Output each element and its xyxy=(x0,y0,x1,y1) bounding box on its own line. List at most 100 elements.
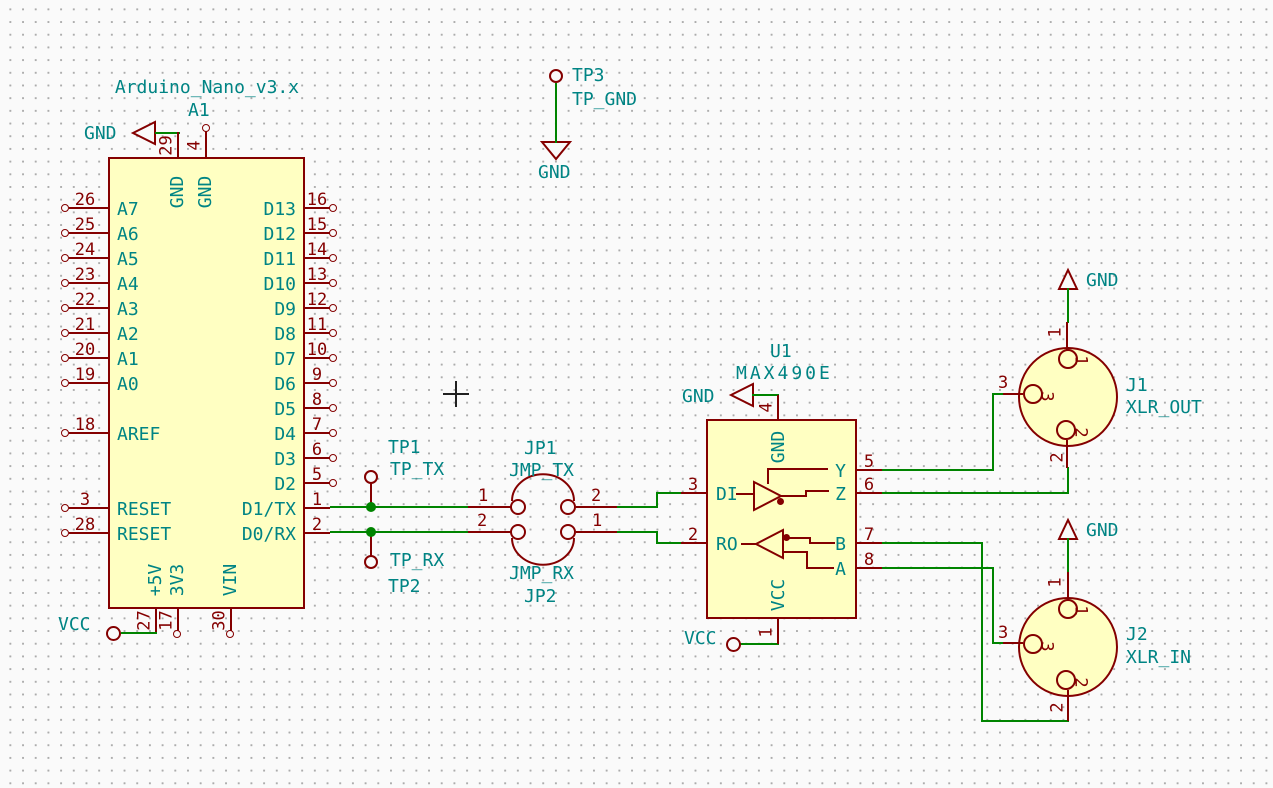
arduino-pin-22-line[interactable] xyxy=(69,307,108,309)
jp2-pin-left-line[interactable] xyxy=(468,531,511,533)
tp2-stub[interactable] xyxy=(370,531,372,556)
arduino-pin-11-end[interactable] xyxy=(329,329,337,337)
u1-b-line-h1[interactable] xyxy=(786,537,811,539)
arduino-pin-23-end[interactable] xyxy=(61,279,69,287)
j1-pad-1[interactable] xyxy=(1058,349,1078,369)
arduino-pin-4-end[interactable] xyxy=(202,124,210,132)
wire-z-v[interactable] xyxy=(1067,467,1069,494)
arduino-pin-15-end[interactable] xyxy=(329,229,337,237)
u1-y-line-h[interactable] xyxy=(767,468,828,470)
wire-a-h2[interactable] xyxy=(992,642,1004,644)
arduino-pin-15-line[interactable] xyxy=(305,232,330,234)
arduino-pin-18-end[interactable] xyxy=(61,429,69,437)
arduino-pin-16-line[interactable] xyxy=(305,207,330,209)
u1-a-line-h1[interactable] xyxy=(782,551,807,553)
arduino-pin-25-line[interactable] xyxy=(69,232,108,234)
arduino-pin-3-line[interactable] xyxy=(69,507,108,509)
wire-d1tx[interactable] xyxy=(330,506,471,508)
wire-b-h2[interactable] xyxy=(981,720,1069,722)
wire-jp1-to-di-h2[interactable] xyxy=(656,492,682,494)
u1-pin-1-line[interactable] xyxy=(777,619,779,644)
u1-vcc-circle[interactable] xyxy=(726,637,741,652)
u1-ro-line[interactable] xyxy=(741,543,756,545)
gnd-flag-arrow-u1[interactable] xyxy=(728,382,754,408)
wire-tp3-gnd[interactable] xyxy=(555,83,557,143)
arduino-pin-28-end[interactable] xyxy=(61,529,69,537)
tp3-reference[interactable]: TP3 xyxy=(572,65,605,86)
u1-body[interactable] xyxy=(706,419,857,619)
arduino-pin-6-end[interactable] xyxy=(329,454,337,462)
u1-b-line-v[interactable] xyxy=(809,537,811,544)
wire-j1-gnd[interactable] xyxy=(1067,288,1069,323)
driver-triangle-u1[interactable] xyxy=(753,480,784,512)
j2-pin1-stub[interactable] xyxy=(1067,572,1069,600)
arduino-pin-21-end[interactable] xyxy=(61,329,69,337)
u1-pin-3-line[interactable] xyxy=(681,492,706,494)
j1-reference[interactable]: J1 xyxy=(1126,375,1148,396)
arduino-pin-17-end[interactable] xyxy=(173,630,181,638)
wire-jp2-to-ro-v[interactable] xyxy=(656,531,658,544)
arduino-pin-26-line[interactable] xyxy=(69,207,108,209)
jp2-value[interactable]: JMP_RX xyxy=(509,563,575,584)
j2-pad-2[interactable] xyxy=(1056,670,1076,690)
tp1-stub[interactable] xyxy=(370,483,372,508)
jp1-reference[interactable]: JP1 xyxy=(524,438,557,459)
j2-reference[interactable]: J2 xyxy=(1126,624,1148,645)
wire-b-v[interactable] xyxy=(981,542,983,722)
jp1-pin-right-line[interactable] xyxy=(576,506,617,508)
jp1-pin-left-line[interactable] xyxy=(468,506,511,508)
jp2-arc[interactable] xyxy=(511,537,575,566)
arduino-pin-1-line[interactable] xyxy=(305,507,330,509)
arduino-pin-13-line[interactable] xyxy=(305,282,330,284)
wire-z-h[interactable] xyxy=(882,492,1069,494)
u1-b-line-h2[interactable] xyxy=(809,542,835,544)
arduino-pin-3-end[interactable] xyxy=(61,504,69,512)
wire-b-h[interactable] xyxy=(882,542,983,544)
j2-pin3-stub[interactable] xyxy=(1003,642,1023,644)
u1-value[interactable]: MAX490E xyxy=(736,363,833,384)
j1-value[interactable]: XLR_OUT xyxy=(1126,397,1202,418)
gnd-arrow-j1[interactable] xyxy=(1057,267,1079,290)
arduino-reference[interactable]: A1 xyxy=(188,100,210,121)
tp1-circle[interactable] xyxy=(364,470,378,484)
jp2-pad-left[interactable] xyxy=(510,524,526,540)
wire-arduino-gnd-flag[interactable] xyxy=(155,132,180,134)
arduino-pin-20-end[interactable] xyxy=(61,354,69,362)
arduino-pin-9-line[interactable] xyxy=(305,382,330,384)
arduino-pin-8-line[interactable] xyxy=(305,407,330,409)
arduino-pin-24-end[interactable] xyxy=(61,254,69,262)
arduino-pin-4-line[interactable] xyxy=(205,131,207,157)
u1-a-line-v[interactable] xyxy=(806,551,808,569)
arduino-pin-23-line[interactable] xyxy=(69,282,108,284)
wire-arduino-vcc[interactable] xyxy=(121,632,157,634)
wire-y-v[interactable] xyxy=(992,393,994,471)
j1-pad-3[interactable] xyxy=(1023,384,1043,404)
wire-d0rx[interactable] xyxy=(330,531,471,533)
wire-a-v[interactable] xyxy=(992,567,994,644)
arduino-pin-14-line[interactable] xyxy=(305,257,330,259)
arduino-pin-25-end[interactable] xyxy=(61,229,69,237)
arduino-pin-10-line[interactable] xyxy=(305,357,330,359)
j1-pin3-stub[interactable] xyxy=(1003,393,1023,395)
arduino-pin-22-end[interactable] xyxy=(61,304,69,312)
jp2-pad-right[interactable] xyxy=(560,524,576,540)
arduino-value[interactable]: Arduino_Nano_v3.x xyxy=(114,77,300,98)
arduino-pin-9-end[interactable] xyxy=(329,379,337,387)
wire-jp2-to-ro-h1[interactable] xyxy=(617,531,658,533)
j2-pin2-stub[interactable] xyxy=(1067,690,1069,721)
u1-pin-6-line[interactable] xyxy=(857,492,882,494)
j1-pin2-stub[interactable] xyxy=(1066,440,1068,468)
jp2-reference[interactable]: JP2 xyxy=(524,586,557,607)
jp1-value[interactable]: JMP_TX xyxy=(509,460,575,481)
u1-di-line[interactable] xyxy=(736,493,755,495)
arduino-pin-14-end[interactable] xyxy=(329,254,337,262)
arduino-pin-7-end[interactable] xyxy=(329,429,337,437)
receiver-triangle-u1[interactable] xyxy=(753,528,784,560)
wire-j2-gnd[interactable] xyxy=(1067,538,1069,573)
gnd-flag-arrow-arduino[interactable] xyxy=(130,120,156,146)
arduino-pin-12-end[interactable] xyxy=(329,304,337,312)
j1-pad-2[interactable] xyxy=(1056,420,1076,440)
wire-a-h[interactable] xyxy=(882,567,994,569)
j1-pin1-stub[interactable] xyxy=(1066,322,1068,350)
arduino-pin-8-end[interactable] xyxy=(329,404,337,412)
